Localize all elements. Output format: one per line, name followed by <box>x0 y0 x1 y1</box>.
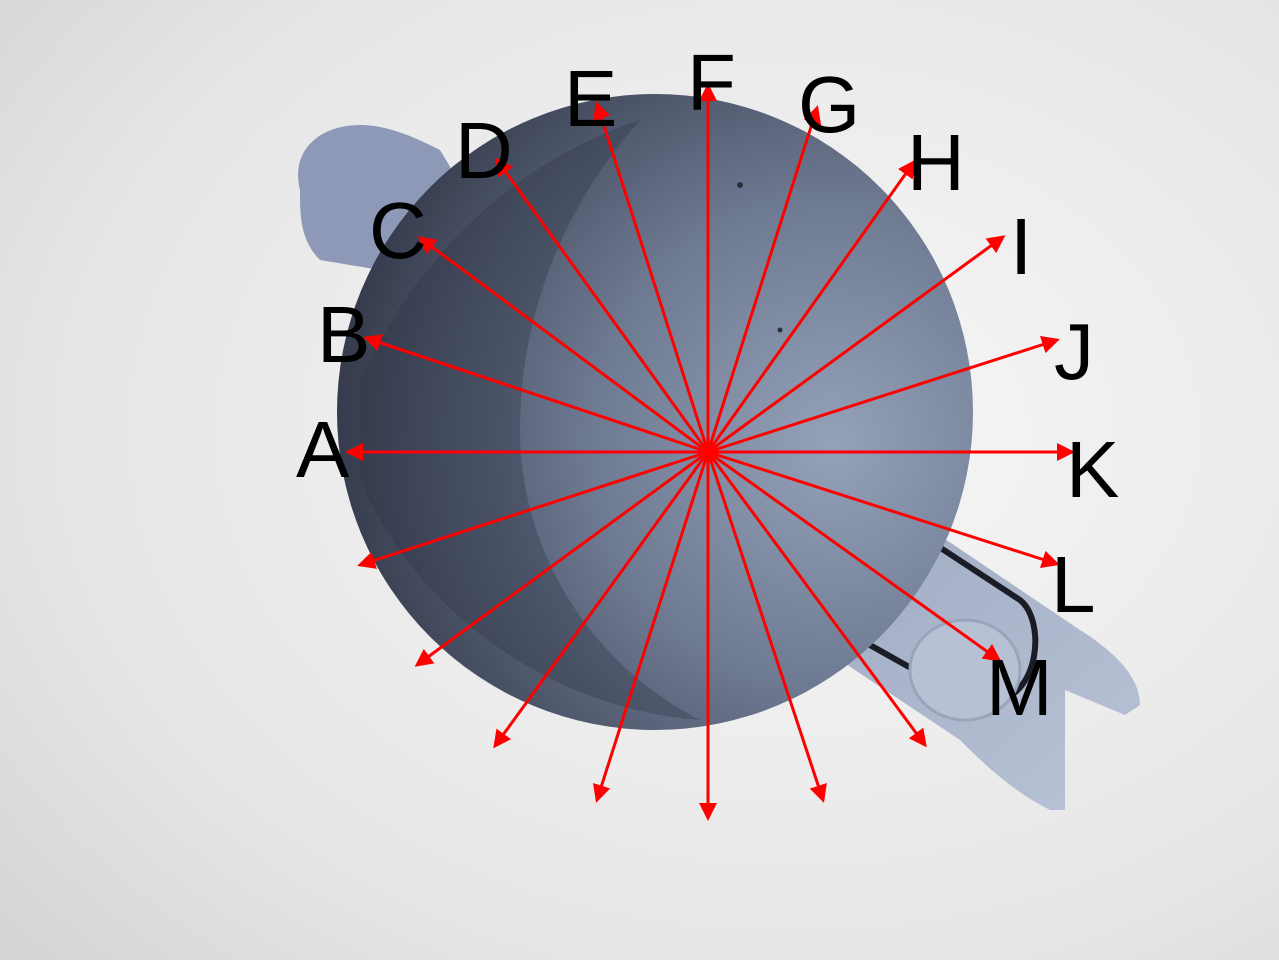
label-d: D <box>455 106 513 195</box>
arrow-group <box>345 83 1075 821</box>
label-i: I <box>1010 202 1032 291</box>
direction-arrow <box>706 159 916 453</box>
label-h: H <box>907 118 965 207</box>
kettle-spout <box>298 125 470 270</box>
lid-hole <box>737 182 743 188</box>
label-c: C <box>369 186 427 275</box>
direction-arrow <box>414 450 709 667</box>
direction-arrow <box>495 157 710 453</box>
direction-arrow <box>493 451 710 749</box>
label-f: F <box>687 38 736 127</box>
direction-arrow <box>707 450 1002 662</box>
label-m: M <box>986 643 1053 732</box>
lid-shadow-band <box>360 120 700 720</box>
direction-arrow <box>417 236 709 454</box>
label-j: J <box>1054 307 1094 396</box>
direction-arrow <box>706 451 927 748</box>
label-b: B <box>317 290 370 379</box>
label-group: A B C D E F G H I J K L M <box>296 38 1119 732</box>
direction-arrow <box>707 235 1006 454</box>
direction-arrow <box>706 451 827 803</box>
direction-arrow <box>363 334 709 454</box>
direction-arrow <box>357 450 709 569</box>
label-a: A <box>296 405 350 494</box>
direction-arrow <box>707 450 1060 568</box>
direction-arrow <box>707 336 1060 454</box>
label-g: G <box>798 60 860 149</box>
arrow-origin-point <box>699 443 717 461</box>
direction-arrow <box>706 105 822 453</box>
label-k: K <box>1066 425 1119 514</box>
direction-arrow <box>592 101 710 453</box>
direction-arrow <box>592 451 710 803</box>
label-e: E <box>564 54 617 143</box>
lid-hole <box>777 327 783 333</box>
label-l: L <box>1051 540 1096 629</box>
